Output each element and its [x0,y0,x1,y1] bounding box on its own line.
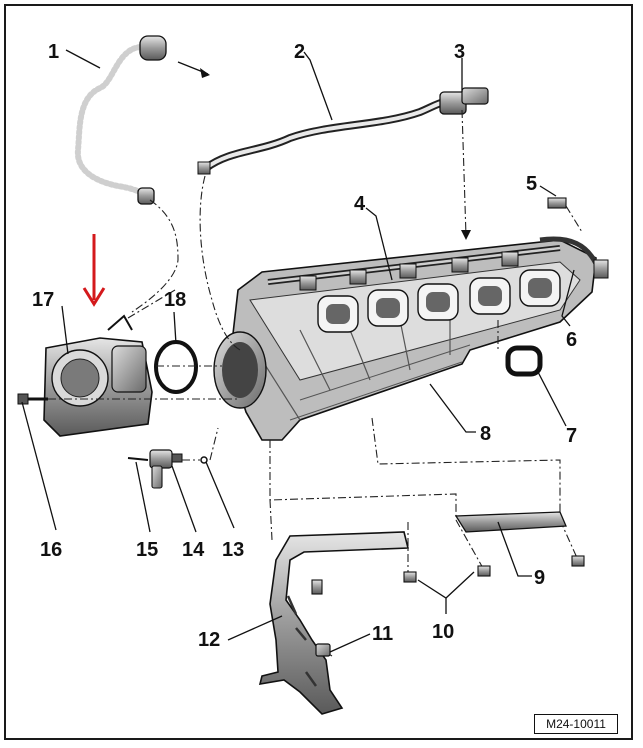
callout-13: 13 [222,539,244,561]
callout-15: 15 [136,539,158,561]
part-12-support-bracket [258,531,410,715]
part-9-bracket-strip [454,511,567,533]
callout-14: 14 [182,539,205,561]
part-1-breather-hose [74,35,210,205]
part-10-bolts [311,555,585,595]
part-3-valve [439,87,489,240]
part-17-throttle-body [43,289,176,437]
callout-8: 8 [480,423,491,445]
parts-13-15-sensor [127,427,219,489]
down-arrow-icon [82,234,106,307]
part-8-intake-manifold [213,239,597,441]
callout-12: 12 [198,629,220,651]
callout-17: 17 [32,289,54,311]
callout-10: 10 [432,621,454,643]
part-18-o-ring [154,340,198,394]
callout-11: 11 [372,623,393,645]
callout-1: 1 [48,41,59,63]
part-5-bolt [547,197,583,233]
part-7-gasket [497,320,543,377]
callout-3: 3 [454,41,465,63]
callout-16: 16 [40,539,62,561]
part-2-vacuum-line [197,98,448,175]
callout-6: 6 [566,329,577,351]
callout-2: 2 [294,41,305,63]
callout-leader-lines [21,49,575,653]
callout-9: 9 [534,567,545,589]
callout-numbers: 1 2 3 4 5 6 7 8 9 10 11 12 13 14 15 16 1… [32,41,577,651]
part-6-wiring [539,236,609,279]
part-11-nut [315,643,331,657]
callout-4: 4 [354,193,366,215]
callout-5: 5 [526,173,537,195]
callout-7: 7 [566,425,577,447]
reference-code-label: M24-10011 [534,714,618,734]
callout-18: 18 [164,289,186,311]
